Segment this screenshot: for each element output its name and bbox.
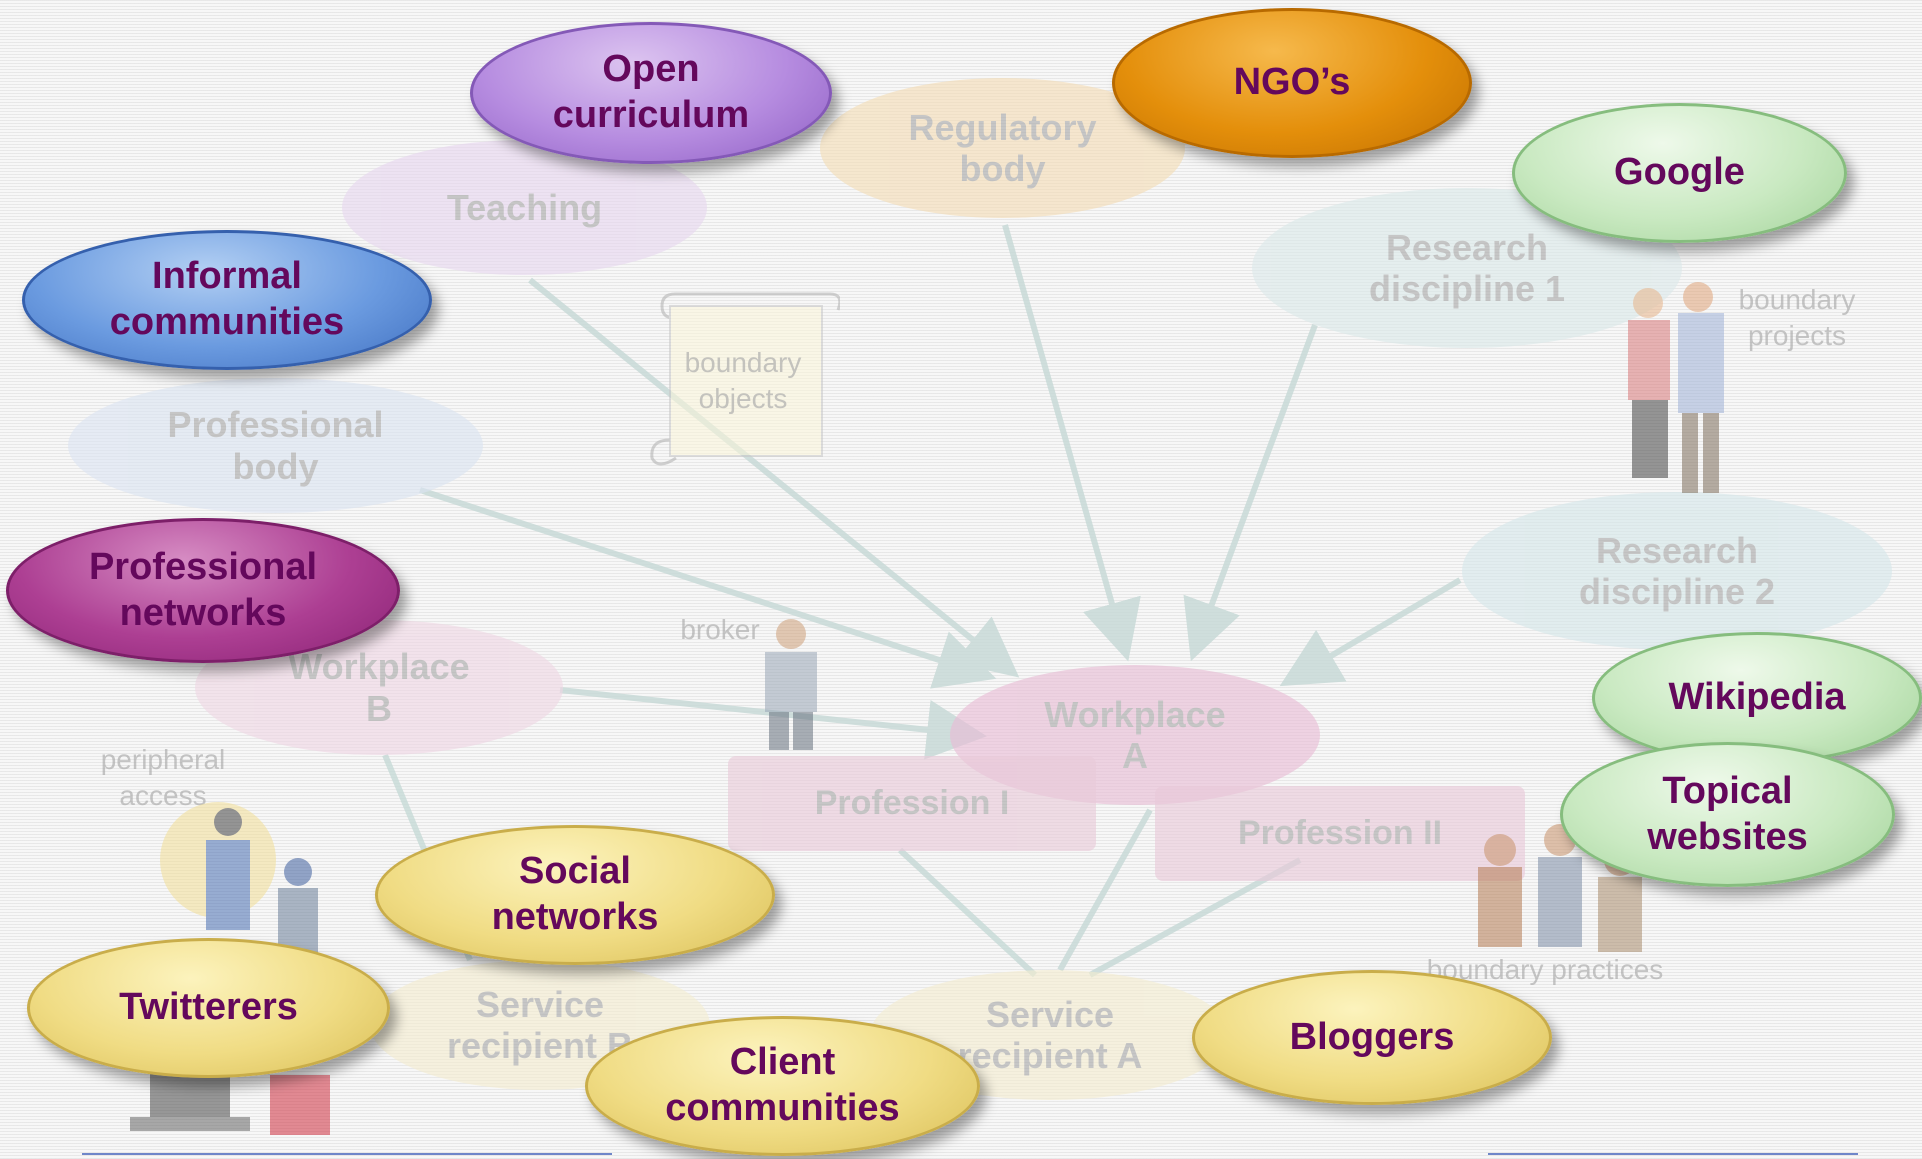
open-curriculum-node: Open curriculum xyxy=(470,22,832,164)
client-communities-node: Client communities xyxy=(585,1016,980,1156)
broker-label: broker xyxy=(680,614,760,645)
broker-figure-icon xyxy=(765,619,817,750)
peripheral-people-icon xyxy=(160,802,318,958)
professional-networks-node: Professional networks xyxy=(6,518,400,663)
people-figures-icon xyxy=(1628,282,1724,493)
professional-body-node: Professional body xyxy=(68,378,483,513)
profession-i-box: Profession I xyxy=(728,756,1096,851)
google-node: Google xyxy=(1512,103,1847,243)
arrow-profession-ii-to-service-a xyxy=(1057,808,1153,972)
arrow-professional-body-to-workplace-a xyxy=(419,487,997,689)
scroll-icon xyxy=(650,292,840,466)
research-discipline-2-node: Research discipline 2 xyxy=(1462,492,1892,650)
arrow-workplace-b-to-workplace-a xyxy=(559,687,987,760)
ngos-node: NGO’s xyxy=(1112,8,1472,158)
bottom-rule-right xyxy=(1488,1153,1858,1155)
bloggers-node: Bloggers xyxy=(1192,970,1552,1105)
twitterers-node: Twitterers xyxy=(27,938,390,1078)
service-recipient-b-node: Service recipient B xyxy=(370,960,710,1090)
social-networks-node: Social networks xyxy=(375,825,775,965)
arrow-teaching-to-workplace-a xyxy=(528,277,1020,678)
profession-ii-box: Profession II xyxy=(1155,786,1525,881)
informal-communities-node: Informal communities xyxy=(22,230,432,370)
boundary-practices-label: boundary practices xyxy=(1426,954,1664,985)
boundary-objects-label: boundary objects xyxy=(684,347,802,415)
topical-websites-node: Topical websites xyxy=(1560,742,1895,887)
bottom-rule-left xyxy=(82,1153,612,1155)
arrow-regulatory-to-workplace-a xyxy=(1002,224,1141,662)
group-people-icon xyxy=(1478,824,1642,952)
arrow-research2-to-workplace-a xyxy=(1279,577,1462,687)
peripheral-access-label: peripheral access xyxy=(100,744,226,812)
arrow-profession-i-to-service-a xyxy=(897,847,1038,978)
workplace-b-node: Workplace B xyxy=(195,620,563,755)
boundary-projects-label: boundary projects xyxy=(1738,284,1856,352)
arrow-research1-to-workplace-a xyxy=(1183,323,1318,662)
